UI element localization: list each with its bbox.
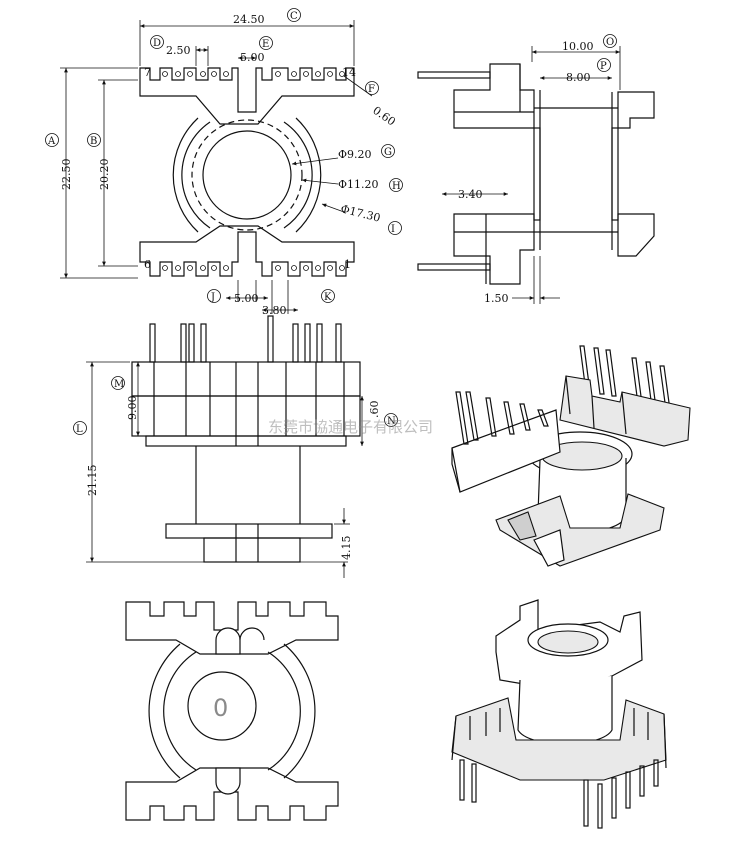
dim-side-base: 1.50 (484, 292, 509, 305)
iso-bottom-pins (459, 759, 659, 829)
dim-mid-dia: Φ11.20 (338, 178, 379, 191)
label-g: G (384, 147, 392, 158)
dim-side-depth: 10.00 (562, 40, 594, 53)
dim-height-total: 22.50 (60, 159, 73, 191)
dim-pin-dia: 0.60 (370, 104, 398, 129)
iso-view-bottom (451, 599, 667, 829)
label-b: B (90, 136, 97, 147)
dim-front-flange: .60 (368, 401, 381, 419)
iso-top-pins-left (455, 391, 549, 445)
top-view: 24.50 C 2.50 D 5.00 E 7 14 6 1 0.60 F 22… (45, 8, 403, 317)
label-i: I (391, 224, 395, 235)
dim-offset-bottom: 3.80 (262, 304, 287, 317)
front-view-pins (149, 315, 342, 363)
mid-diameter-circle (191, 119, 303, 231)
pin-number-6: 6 (144, 258, 151, 271)
photo-mark-zero: 0 (213, 694, 228, 722)
dim-gap-top: 5.00 (240, 51, 265, 64)
pin-number-7: 7 (144, 66, 151, 79)
bottom-view-bore (187, 671, 257, 741)
label-n: N (387, 416, 396, 427)
dim-pin-pitch: 2.50 (166, 44, 191, 57)
pin-number-14: 14 (342, 66, 356, 79)
label-a: A (47, 136, 56, 147)
top-view-pin-holes (162, 71, 345, 271)
side-view: 10.00 O 8.00 P 3.40 1.50 (417, 34, 655, 305)
dim-front-upper: 9.00 (126, 396, 139, 421)
label-k: K (324, 292, 332, 303)
label-d: D (153, 38, 161, 49)
label-m: M (114, 379, 124, 390)
dim-front-height: 21.15 (86, 465, 99, 497)
bottom-view: 0 (125, 601, 339, 821)
label-h: H (392, 181, 401, 192)
label-e: E (262, 39, 269, 50)
inner-bore-circle (202, 130, 292, 220)
dim-side-inner: 8.00 (566, 71, 591, 84)
dim-width-total: 24.50 (233, 13, 265, 26)
dim-inner-dia: Φ9.20 (338, 148, 372, 161)
label-o: O (606, 37, 614, 48)
label-p: P (600, 61, 607, 72)
dim-height-inner: 20.20 (98, 159, 111, 191)
front-view: 21.15 L 9.00 M .60 N 4.15 东莞市協通电子有限公司 (73, 315, 433, 578)
dim-front-bottom: 4.15 (340, 536, 353, 561)
dim-side-pin: 3.40 (458, 188, 483, 201)
label-f: F (368, 84, 375, 95)
label-l: L (76, 424, 83, 435)
dim-gap-bottom: 5.00 (234, 292, 259, 305)
pin-number-1: 1 (344, 258, 351, 271)
iso-view-top (451, 345, 691, 567)
label-c: C (290, 11, 298, 22)
label-j: J (210, 292, 215, 303)
dim-outer-dia: Φ17.30 (339, 202, 381, 224)
company-watermark: 东莞市協通电子有限公司 (268, 418, 433, 436)
